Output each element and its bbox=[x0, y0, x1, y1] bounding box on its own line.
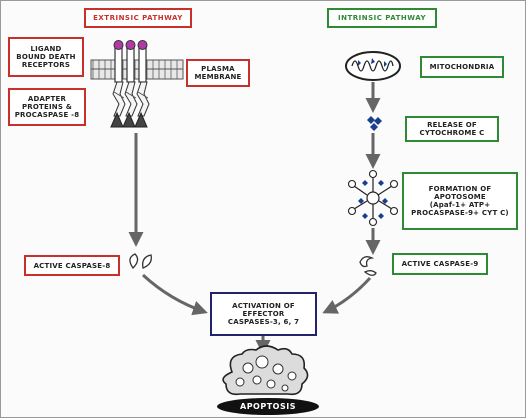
extrinsic-pathway-header: EXTRINSIC PATHWAY bbox=[84, 8, 192, 28]
plasma-membrane bbox=[90, 59, 184, 80]
mitochondria-icon bbox=[345, 51, 401, 81]
cytochrome-c-icon bbox=[367, 116, 382, 131]
active-caspase-8-label: ACTIVE CASPASE-8 bbox=[24, 255, 120, 276]
death-receptor-icon bbox=[113, 40, 148, 83]
apoptotic-cell-icon bbox=[222, 345, 309, 396]
adapter-protein-icon bbox=[110, 81, 150, 128]
ligand-receptor-label: LIGAND BOUND DEATH RECEPTORS bbox=[8, 37, 84, 77]
arrows bbox=[128, 82, 381, 355]
plasma-membrane-label: PLASMA MEMBRANE bbox=[186, 59, 250, 87]
cytochrome-c-label: RELEASE OF CYTOCHROME C bbox=[405, 116, 499, 142]
caspase-9-icon bbox=[359, 256, 377, 276]
apoptosome-label: FORMATION OF APOTOSOME (Apaf-1+ ATP+ PRO… bbox=[402, 172, 518, 230]
active-caspase-9-label: ACTIVE CASPASE-9 bbox=[392, 253, 488, 275]
intrinsic-pathway-header: INTRINSIC PATHWAY bbox=[327, 8, 437, 28]
apoptosome-icon bbox=[347, 169, 399, 227]
effector-caspases-label: ACTIVATION OF EFFECTOR CASPASES-3, 6, 7 bbox=[210, 292, 317, 336]
caspase-8-icon bbox=[129, 253, 152, 270]
apoptosis-label: APOPTOSIS bbox=[217, 398, 319, 415]
mitochondria-label: MITOCHONDRIA bbox=[420, 56, 504, 78]
arrow-caspase9-to-effector bbox=[322, 276, 372, 314]
adapter-proteins-label: ADAPTER PROTEINS & PROCASPASE -8 bbox=[8, 88, 86, 126]
arrow-caspase8-to-effector bbox=[141, 273, 208, 316]
